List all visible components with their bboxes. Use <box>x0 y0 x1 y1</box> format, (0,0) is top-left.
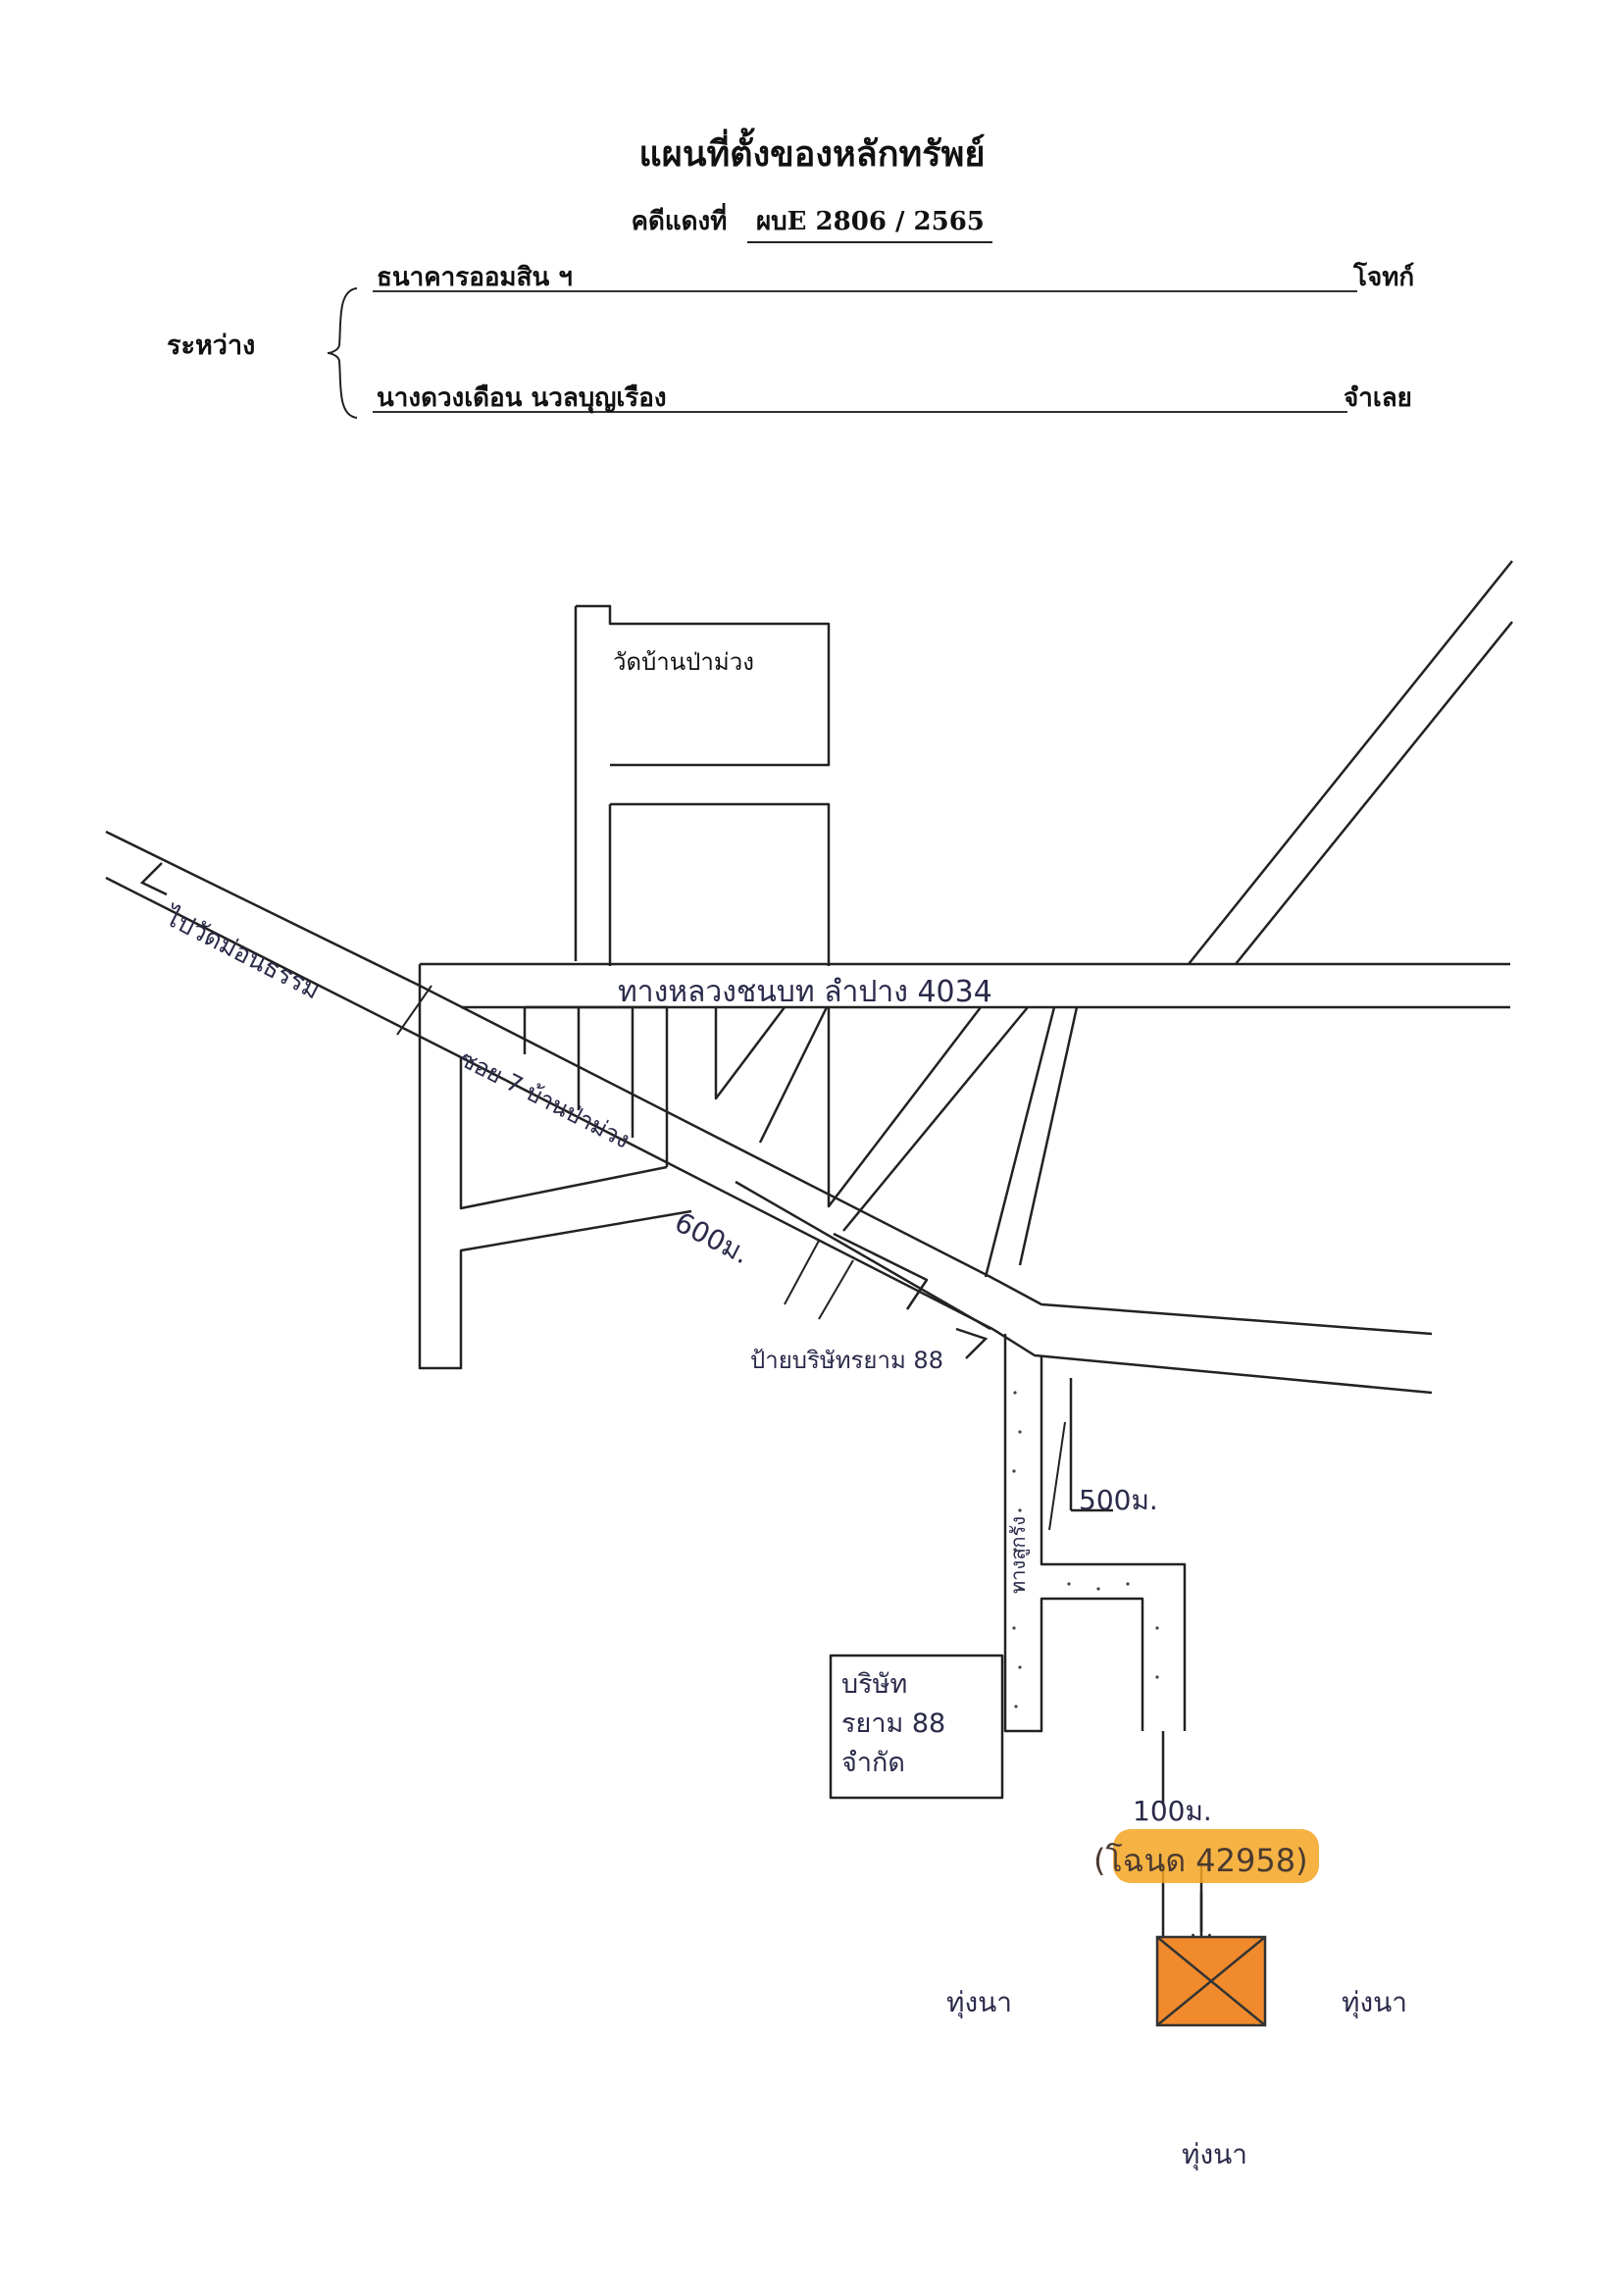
neighbor-south-label: ทุ่งนา <box>1182 2138 1247 2170</box>
neighbor-east-label: ทุ่งนา <box>1342 1986 1407 2018</box>
party-brace <box>324 284 363 426</box>
ne-road-edge-2 <box>1235 621 1513 965</box>
left-vertical-road <box>418 964 692 1370</box>
company-label-line-2: รยาม 88 <box>841 1708 946 1739</box>
company-label: บริษัท รยาม 88 จำกัด <box>841 1665 945 1783</box>
between-label: ระหว่าง <box>167 331 256 361</box>
company-label-line-3: จำกัด <box>841 1748 905 1778</box>
sign-label: ป้ายบริษัทรยาม 88 <box>750 1347 943 1374</box>
deed-number: (โฉนด 42958) <box>1093 1842 1308 1879</box>
temple-label: วัดบ้านป่าม่วง <box>613 648 754 676</box>
access-road-west-edge <box>1003 1334 1144 1733</box>
plaintiff-role: โจทก์ <box>1353 263 1415 292</box>
distance-100-label: 100ม. <box>1133 1795 1212 1827</box>
temple-inner-block <box>608 802 831 966</box>
defendant-name: นางดวงเดือน นวลบุญเรือง <box>373 378 1347 413</box>
access-road-east-edge <box>1040 1355 1187 1731</box>
west-road-edge-1 <box>105 830 1433 1336</box>
case-label: คดีแดงที่ <box>631 207 728 236</box>
company-box <box>829 1654 1004 1800</box>
company-label-line-1: บริษัท <box>841 1669 908 1700</box>
case-number: ผบE 2806 / 2565 <box>747 201 993 243</box>
plaintiff-name: ธนาคารออมสิน ฯ <box>373 257 1357 292</box>
ne-road-edge-1 <box>1188 560 1513 965</box>
neighbor-west-label: ทุ่งนา <box>946 1986 1012 2018</box>
west-arrow-icon <box>139 862 168 896</box>
concrete-road-label: ทางลูกรัง <box>1006 1515 1030 1594</box>
subject-parcel <box>1155 1935 1267 2027</box>
document-title: แผนที่ตั้งของหลักทรัพย์ <box>638 133 986 175</box>
case-number-row: คดีแดงที่ ผบE 2806 / 2565 <box>0 201 1624 243</box>
defendant-role: จำเลย <box>1344 383 1412 413</box>
deed-highlight <box>1113 1829 1319 1883</box>
main-road-label: ทางหลวงชนบท ลำปาง 4034 <box>618 975 992 1009</box>
distance-500-label: 500ม. <box>1079 1484 1158 1516</box>
temple-compound <box>574 604 831 961</box>
sign-arrow-icon <box>955 1327 989 1359</box>
west-road-edge-2 <box>105 876 1433 1395</box>
